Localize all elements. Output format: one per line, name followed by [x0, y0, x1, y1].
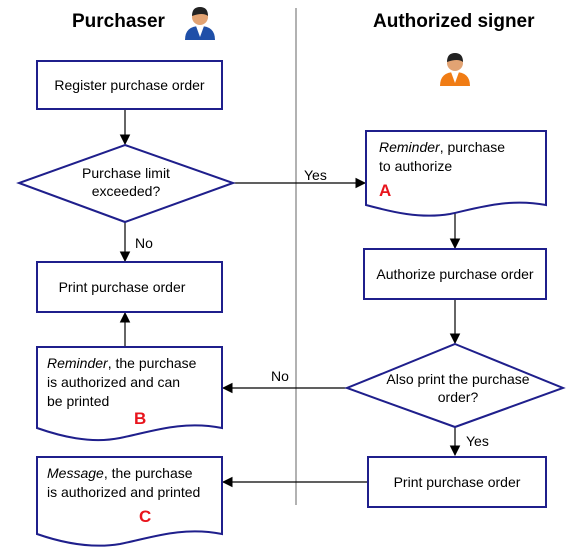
message-c-line2: is authorized and printed: [47, 484, 200, 500]
purchaser-person-icon: [185, 7, 215, 40]
reminder-a-line1-rest: , purchase: [440, 139, 506, 155]
edge-label-no-down: No: [135, 235, 153, 251]
purchase-limit-label-line1: Purchase limit: [82, 165, 170, 181]
reminder-a-line1: Reminder, purchase: [379, 139, 505, 155]
also-print-label-line2: order?: [438, 389, 479, 405]
edge-label-yes-down: Yes: [466, 433, 489, 449]
print-purchase-order-left-label: Print purchase order: [59, 279, 186, 295]
signer-person-icon: [440, 53, 470, 86]
register-purchase-order-label: Register purchase order: [54, 77, 205, 93]
message-c-document: Message, the purchase is authorized and …: [36, 456, 223, 547]
message-c-italic: Message: [47, 465, 104, 481]
authorize-purchase-order-box: Authorize purchase order: [363, 248, 547, 300]
reminder-b-line3: be printed: [47, 393, 109, 409]
also-print-decision: Also print the purchase order?: [344, 342, 566, 429]
reminder-b-line2: is authorized and can: [47, 374, 180, 390]
reminder-b-line1-rest: , the purchase: [108, 355, 197, 371]
reminder-a-italic: Reminder: [379, 139, 441, 155]
lane-title-authorized-signer: Authorized signer: [373, 11, 535, 32]
message-c-line1-rest: , the purchase: [104, 465, 193, 481]
reminder-b-line1: Reminder, the purchase: [47, 355, 197, 371]
reminder-b-italic: Reminder: [47, 355, 109, 371]
edge-label-yes-to-a: Yes: [304, 167, 327, 183]
print-purchase-order-left-box: Print purchase order: [36, 261, 223, 313]
message-c-mark: C: [139, 507, 151, 526]
reminder-a-mark: A: [379, 181, 391, 200]
print-purchase-order-right-label: Print purchase order: [394, 474, 521, 490]
message-c-line1: Message, the purchase: [47, 465, 193, 481]
reminder-b-document: Reminder, the purchase is authorized and…: [36, 346, 223, 442]
register-purchase-order-box: Register purchase order: [36, 60, 223, 110]
purchase-limit-decision: Purchase limit exceeded?: [16, 143, 236, 224]
also-print-label-line1: Also print the purchase: [386, 371, 529, 387]
authorize-purchase-order-label: Authorize purchase order: [376, 266, 534, 282]
lane-title-purchaser: Purchaser: [72, 11, 166, 32]
reminder-a-line2: to authorize: [379, 158, 452, 174]
reminder-a-document: Reminder, purchase to authorize A: [365, 130, 547, 217]
reminder-b-mark: B: [134, 409, 146, 428]
print-purchase-order-right-box: Print purchase order: [367, 456, 547, 508]
edge-label-no-to-b: No: [271, 368, 289, 384]
purchase-limit-label-line2: exceeded?: [92, 183, 161, 199]
